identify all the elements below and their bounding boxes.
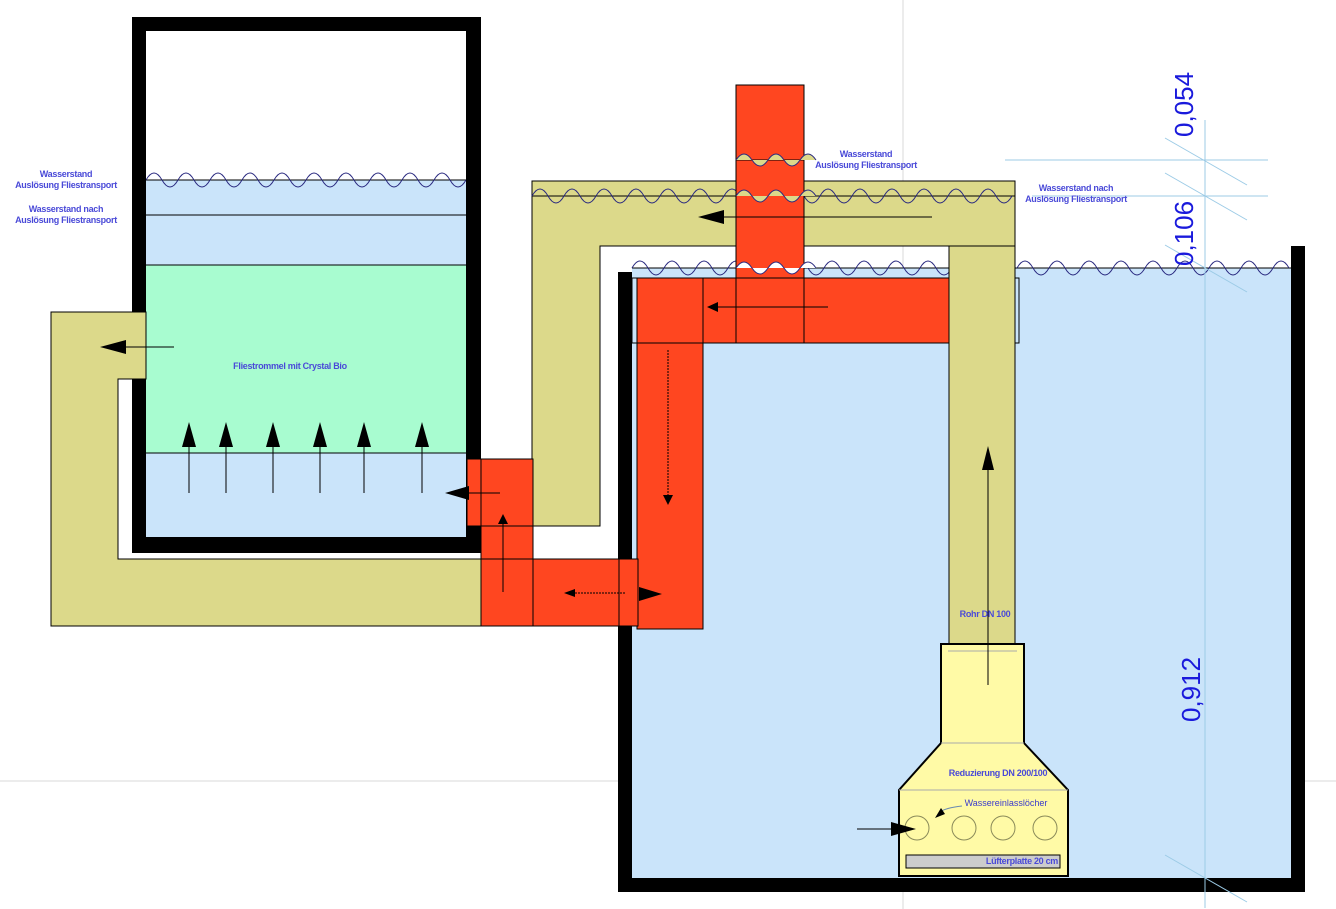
riser-wave [735,189,817,203]
riser-wave [735,153,817,167]
up-arrow [182,422,196,493]
left-arrow [100,340,174,354]
inlet-riser [480,525,534,560]
bio-media-zone [146,265,466,453]
water-wave [1016,260,1290,276]
up-arrow [266,422,280,493]
horizontal-manifold [636,277,950,344]
label-aerator: Lüfterplatte 20 cm [986,856,1058,866]
inlet-hole [951,815,977,841]
up-arrow [219,422,233,493]
label-mid-trigger-2: Auslösung Fliestransport [815,160,917,170]
label-right-after-2: Auslösung Fliestransport [1025,194,1127,204]
label-inlet-holes: Wassereinlasslöcher [965,798,1048,808]
flow-arrows [100,210,994,836]
pump-wall-bottom [618,878,1305,892]
left-arrow [445,486,500,500]
up-arrow [498,514,508,592]
inlet-hole [1032,815,1058,841]
left-arrow [698,210,932,224]
dimension-lines: 0,054 0,106 0,912 [1005,72,1268,908]
chamber-wall-top [132,17,481,31]
label-level-trigger-2: Auslösung Fliestransport [15,180,117,190]
label-right-after-1: Wasserstand nach [1039,183,1113,193]
feed-pipes [466,84,1020,630]
up-arrow [415,422,429,493]
inlet-hole [990,815,1016,841]
chamber-wall-right [466,17,481,553]
label-reducer: Reduzierung DN 200/100 [949,768,1048,778]
label-drum: Fliestrommel mit Crystal Bio [233,361,347,371]
up-arrow [313,422,327,493]
label-level-trigger-1: Wasserstand [40,169,92,179]
up-arrow [982,446,994,685]
pump-intake [898,245,1069,877]
chamber-wall-bottom [132,537,481,553]
vertical-riser [735,84,805,279]
left-arrow [564,589,625,597]
return-pipe-left [50,311,482,627]
label-level-after-1: Wasserstand nach [29,204,103,214]
up-arrow [357,422,371,493]
water-wave [145,172,467,188]
dimension-0106: 0,106 [1169,201,1199,266]
label-pipe: Rohr DN 100 [960,609,1011,619]
downpipe [636,342,704,630]
dimension-0054: 0,054 [1169,72,1199,137]
filter-chamber [132,17,481,553]
right-arrow [857,822,916,836]
pump-wall-right [1291,246,1305,892]
down-arrow [663,350,673,505]
pointer-arrow [935,805,963,818]
label-level-after-2: Auslösung Fliestransport [15,215,117,225]
reducer-body [898,643,1069,877]
chamber-wall-left [132,17,146,553]
rohr-dn100 [948,245,1016,647]
left-arrow [707,302,828,312]
right-arrow [639,587,662,601]
riser-wave [735,261,817,275]
aerator-plate [905,854,1061,869]
label-mid-trigger-1: Wasserstand [840,149,892,159]
dimension-0912: 0,912 [1176,657,1206,722]
